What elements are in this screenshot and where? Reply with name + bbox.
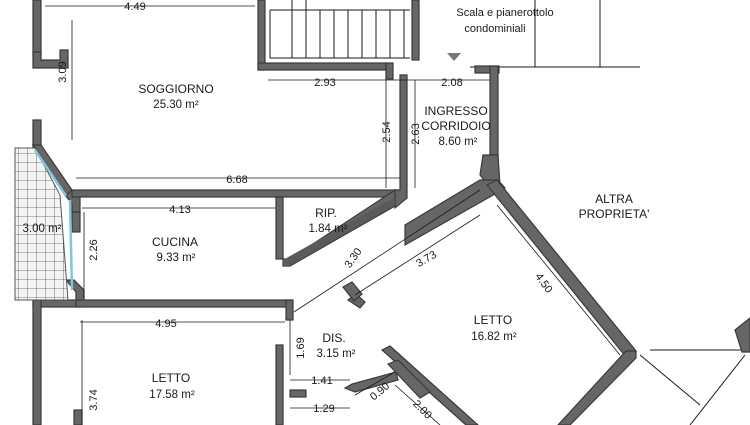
stair-note-line2: condominiali <box>464 23 525 35</box>
dim-2-26: 2.26 <box>88 239 100 260</box>
dim-3-09: 3.09 <box>57 61 69 82</box>
dim-4-49: 4.49 <box>124 1 145 13</box>
walls <box>31 0 637 425</box>
room-ingresso-name: INGRESSO <box>424 104 487 118</box>
dim-4-95: 4.95 <box>155 318 176 330</box>
dim-1-41: 1.41 <box>311 375 332 387</box>
room-letto-left-area: 17.58 m² <box>149 389 195 401</box>
room-dis-name: DIS. <box>322 331 345 345</box>
dim-2-08: 2.08 <box>441 77 462 89</box>
dim-1-69: 1.69 <box>295 337 307 358</box>
window-glass-2 <box>68 199 74 291</box>
dim-4-13: 4.13 <box>169 204 190 216</box>
entrance-arrow-icon <box>447 53 461 61</box>
stair-note-line1: Scala e pianerottolo <box>456 7 553 19</box>
dim-2-63: 2.63 <box>410 123 422 144</box>
altra-proprieta-line2: PROPRIETA' <box>579 207 650 221</box>
dim-1-29: 1.29 <box>313 403 334 415</box>
room-cucina-name: CUCINA <box>152 235 198 249</box>
room-ingresso-area: 8.60 m² <box>439 136 478 148</box>
room-balcone-area: 3.00 m² <box>23 223 62 235</box>
dim-3-74: 3.74 <box>88 389 100 410</box>
balcony <box>14 147 69 301</box>
room-corridoio-name: CORRIDOIO <box>421 119 490 133</box>
window-glass <box>33 149 68 197</box>
room-soggiorno-area: 25.30 m² <box>153 99 199 111</box>
room-soggiorno-name: SOGGIORNO <box>138 82 213 96</box>
dim-2-00: 2.00 <box>410 398 434 422</box>
altra-proprieta-line1: ALTRA <box>595 192 633 206</box>
room-letto-left-name: LETTO <box>152 371 190 385</box>
dim-4-50: 4.50 <box>532 271 554 295</box>
room-dis-area: 3.15 m² <box>317 348 356 360</box>
room-letto-right-name: LETTO <box>474 313 512 327</box>
room-cucina-area: 9.33 m² <box>157 252 196 264</box>
dim-2-93: 2.93 <box>314 77 335 89</box>
room-rip-name: RIP. <box>315 206 337 220</box>
dim-6-68: 6.68 <box>226 174 247 186</box>
staircase <box>257 0 420 71</box>
dim-2-54: 2.54 <box>381 121 393 142</box>
dim-3-30: 3.30 <box>342 246 364 270</box>
room-rip-area: 1.84 m² <box>309 223 348 235</box>
dimension-lines <box>45 5 621 425</box>
dim-3-73: 3.73 <box>414 249 439 270</box>
room-letto-right-area: 16.82 m² <box>471 331 517 343</box>
